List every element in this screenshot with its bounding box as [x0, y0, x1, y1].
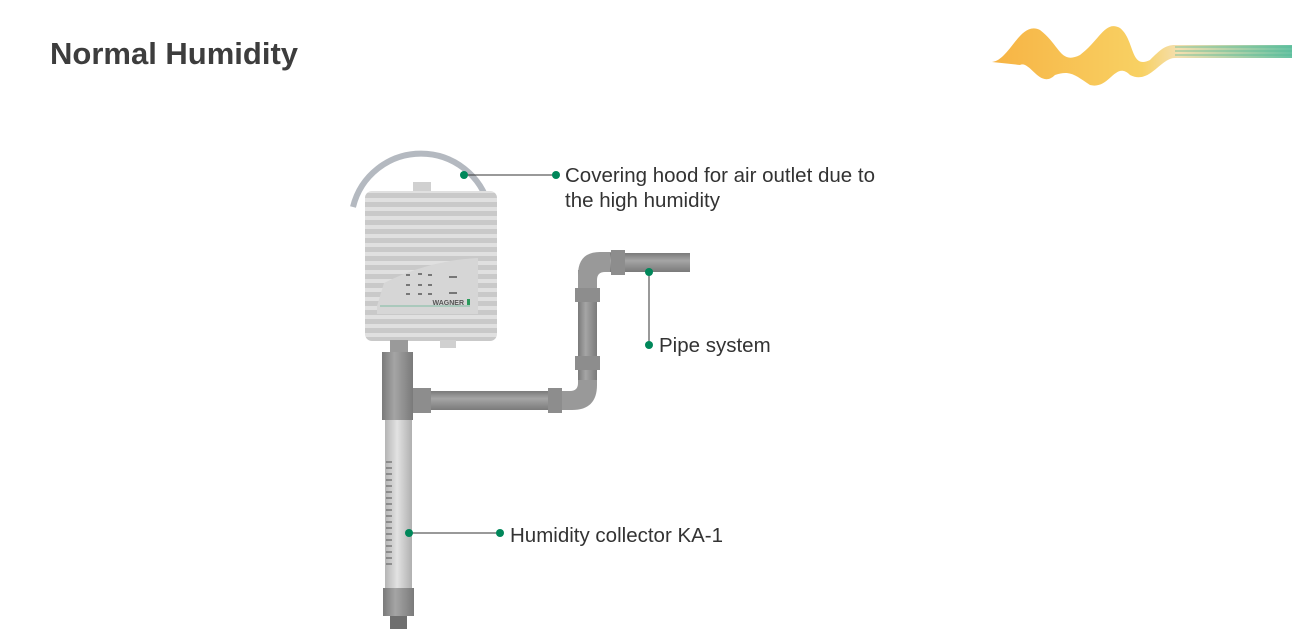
humidity-collector: [383, 420, 414, 629]
hood-anchor-dot: [460, 171, 468, 179]
hood-label-line2: the high humidity: [565, 189, 720, 212]
pipe-system: [382, 250, 690, 420]
detector-device: WAGNER: [365, 182, 497, 352]
hood-label-dot: [552, 171, 560, 179]
pipe-label-dot: [645, 341, 653, 349]
hood-label-line1: Covering hood for air outlet due to: [565, 164, 875, 187]
hood-label: Covering hood for air outlet due to the …: [565, 163, 875, 213]
pipe-anchor-dot: [645, 268, 653, 276]
leader-lines: [409, 174, 650, 534]
collector-label-dot: [496, 529, 504, 537]
covering-hood: [350, 150, 492, 208]
device-brand: WAGNER: [433, 300, 465, 307]
brand-wave-logo: [992, 26, 1292, 86]
collector-label: Humidity collector KA-1: [510, 524, 724, 547]
collector-anchor-dot: [405, 529, 413, 537]
pipe-label: Pipe system: [659, 334, 771, 357]
page-title: Normal Humidity: [50, 36, 299, 71]
